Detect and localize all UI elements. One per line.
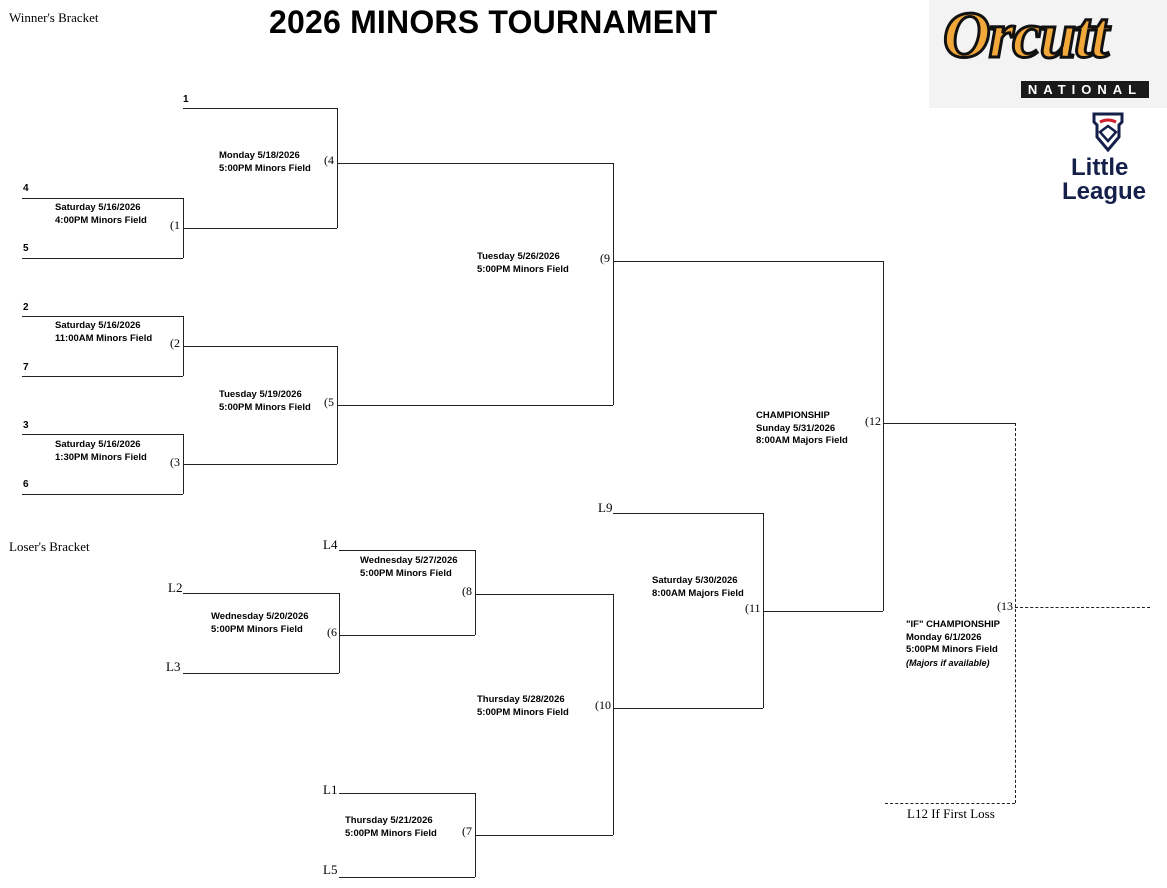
game-number: (4 (324, 153, 334, 167)
game-number: (5 (324, 395, 334, 409)
winners-bracket-label: Winner's Bracket (9, 10, 99, 25)
loser-slot: L1 (323, 782, 338, 797)
little-league-logo: Little League (1061, 110, 1165, 208)
game-number: (12 (865, 414, 881, 428)
game-number: (7 (462, 824, 472, 838)
game-number: (8 (462, 584, 472, 598)
loser-slot: L2 (168, 580, 183, 595)
seed-label: 3 (23, 420, 29, 431)
seed-label: 2 (23, 302, 29, 313)
page-title: 2026 MINORS TOURNAMENT (269, 4, 718, 40)
if-first-loss-note: L12 If First Loss (907, 806, 995, 821)
seed-label: 4 (23, 183, 29, 194)
game-number: (10 (595, 698, 611, 712)
loser-slot: L3 (166, 659, 181, 674)
game-number: (13 (997, 599, 1013, 613)
loser-slot: L4 (323, 537, 338, 552)
seed-label: 5 (23, 243, 29, 254)
orcutt-logo-text: Orcutt (941, 0, 1110, 74)
game-number: (3 (170, 455, 180, 469)
game-number: (6 (327, 625, 337, 639)
keystone-icon (1092, 112, 1124, 152)
orcutt-national-logo: Orcutt NATIONAL (929, 0, 1167, 108)
seed-label: 7 (23, 362, 29, 373)
game-number: (11 (745, 601, 761, 615)
losers-bracket-label: Loser's Bracket (9, 539, 90, 554)
loser-slot: L9 (598, 500, 613, 515)
game-number: (9 (600, 251, 610, 265)
little-league-text-1: Little (1071, 154, 1129, 181)
game-number: (1 (170, 218, 180, 232)
seed-label: 6 (23, 479, 29, 490)
seed-label: 1 (183, 94, 189, 105)
game-number: (2 (170, 336, 180, 350)
little-league-text-2: League (1062, 178, 1147, 205)
national-logo-bar: NATIONAL (1021, 81, 1149, 98)
loser-slot: L5 (323, 862, 338, 877)
